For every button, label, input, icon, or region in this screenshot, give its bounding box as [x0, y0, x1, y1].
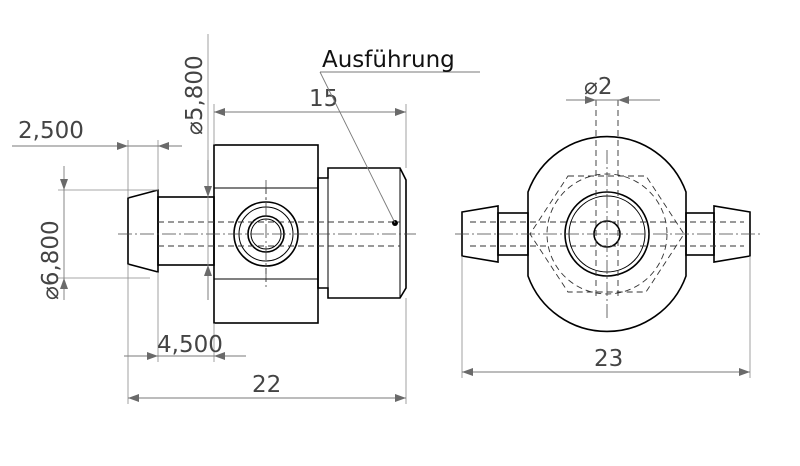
dim-dia-2: ⌀2	[584, 74, 612, 100]
side-sleeve	[317, 167, 407, 299]
side-dimensions: ⌀5,800 15 2,500 ⌀6,800 4,500	[12, 34, 480, 404]
front-dimensions: ⌀2 23	[461, 74, 751, 378]
dim-dia-5-800: ⌀5,800	[182, 55, 208, 135]
dim-len-23: 23	[594, 346, 623, 372]
dim-len-2-500: 2,500	[18, 118, 84, 144]
side-view	[118, 144, 416, 324]
side-hose-barb	[127, 188, 215, 274]
dim-len-4-500: 4,500	[157, 332, 223, 358]
dim-dia-6-800: ⌀6,800	[38, 220, 64, 300]
front-view	[455, 100, 760, 333]
annotation-ausfuehrung: Ausführung	[322, 47, 455, 73]
dim-len-22: 22	[252, 372, 281, 398]
